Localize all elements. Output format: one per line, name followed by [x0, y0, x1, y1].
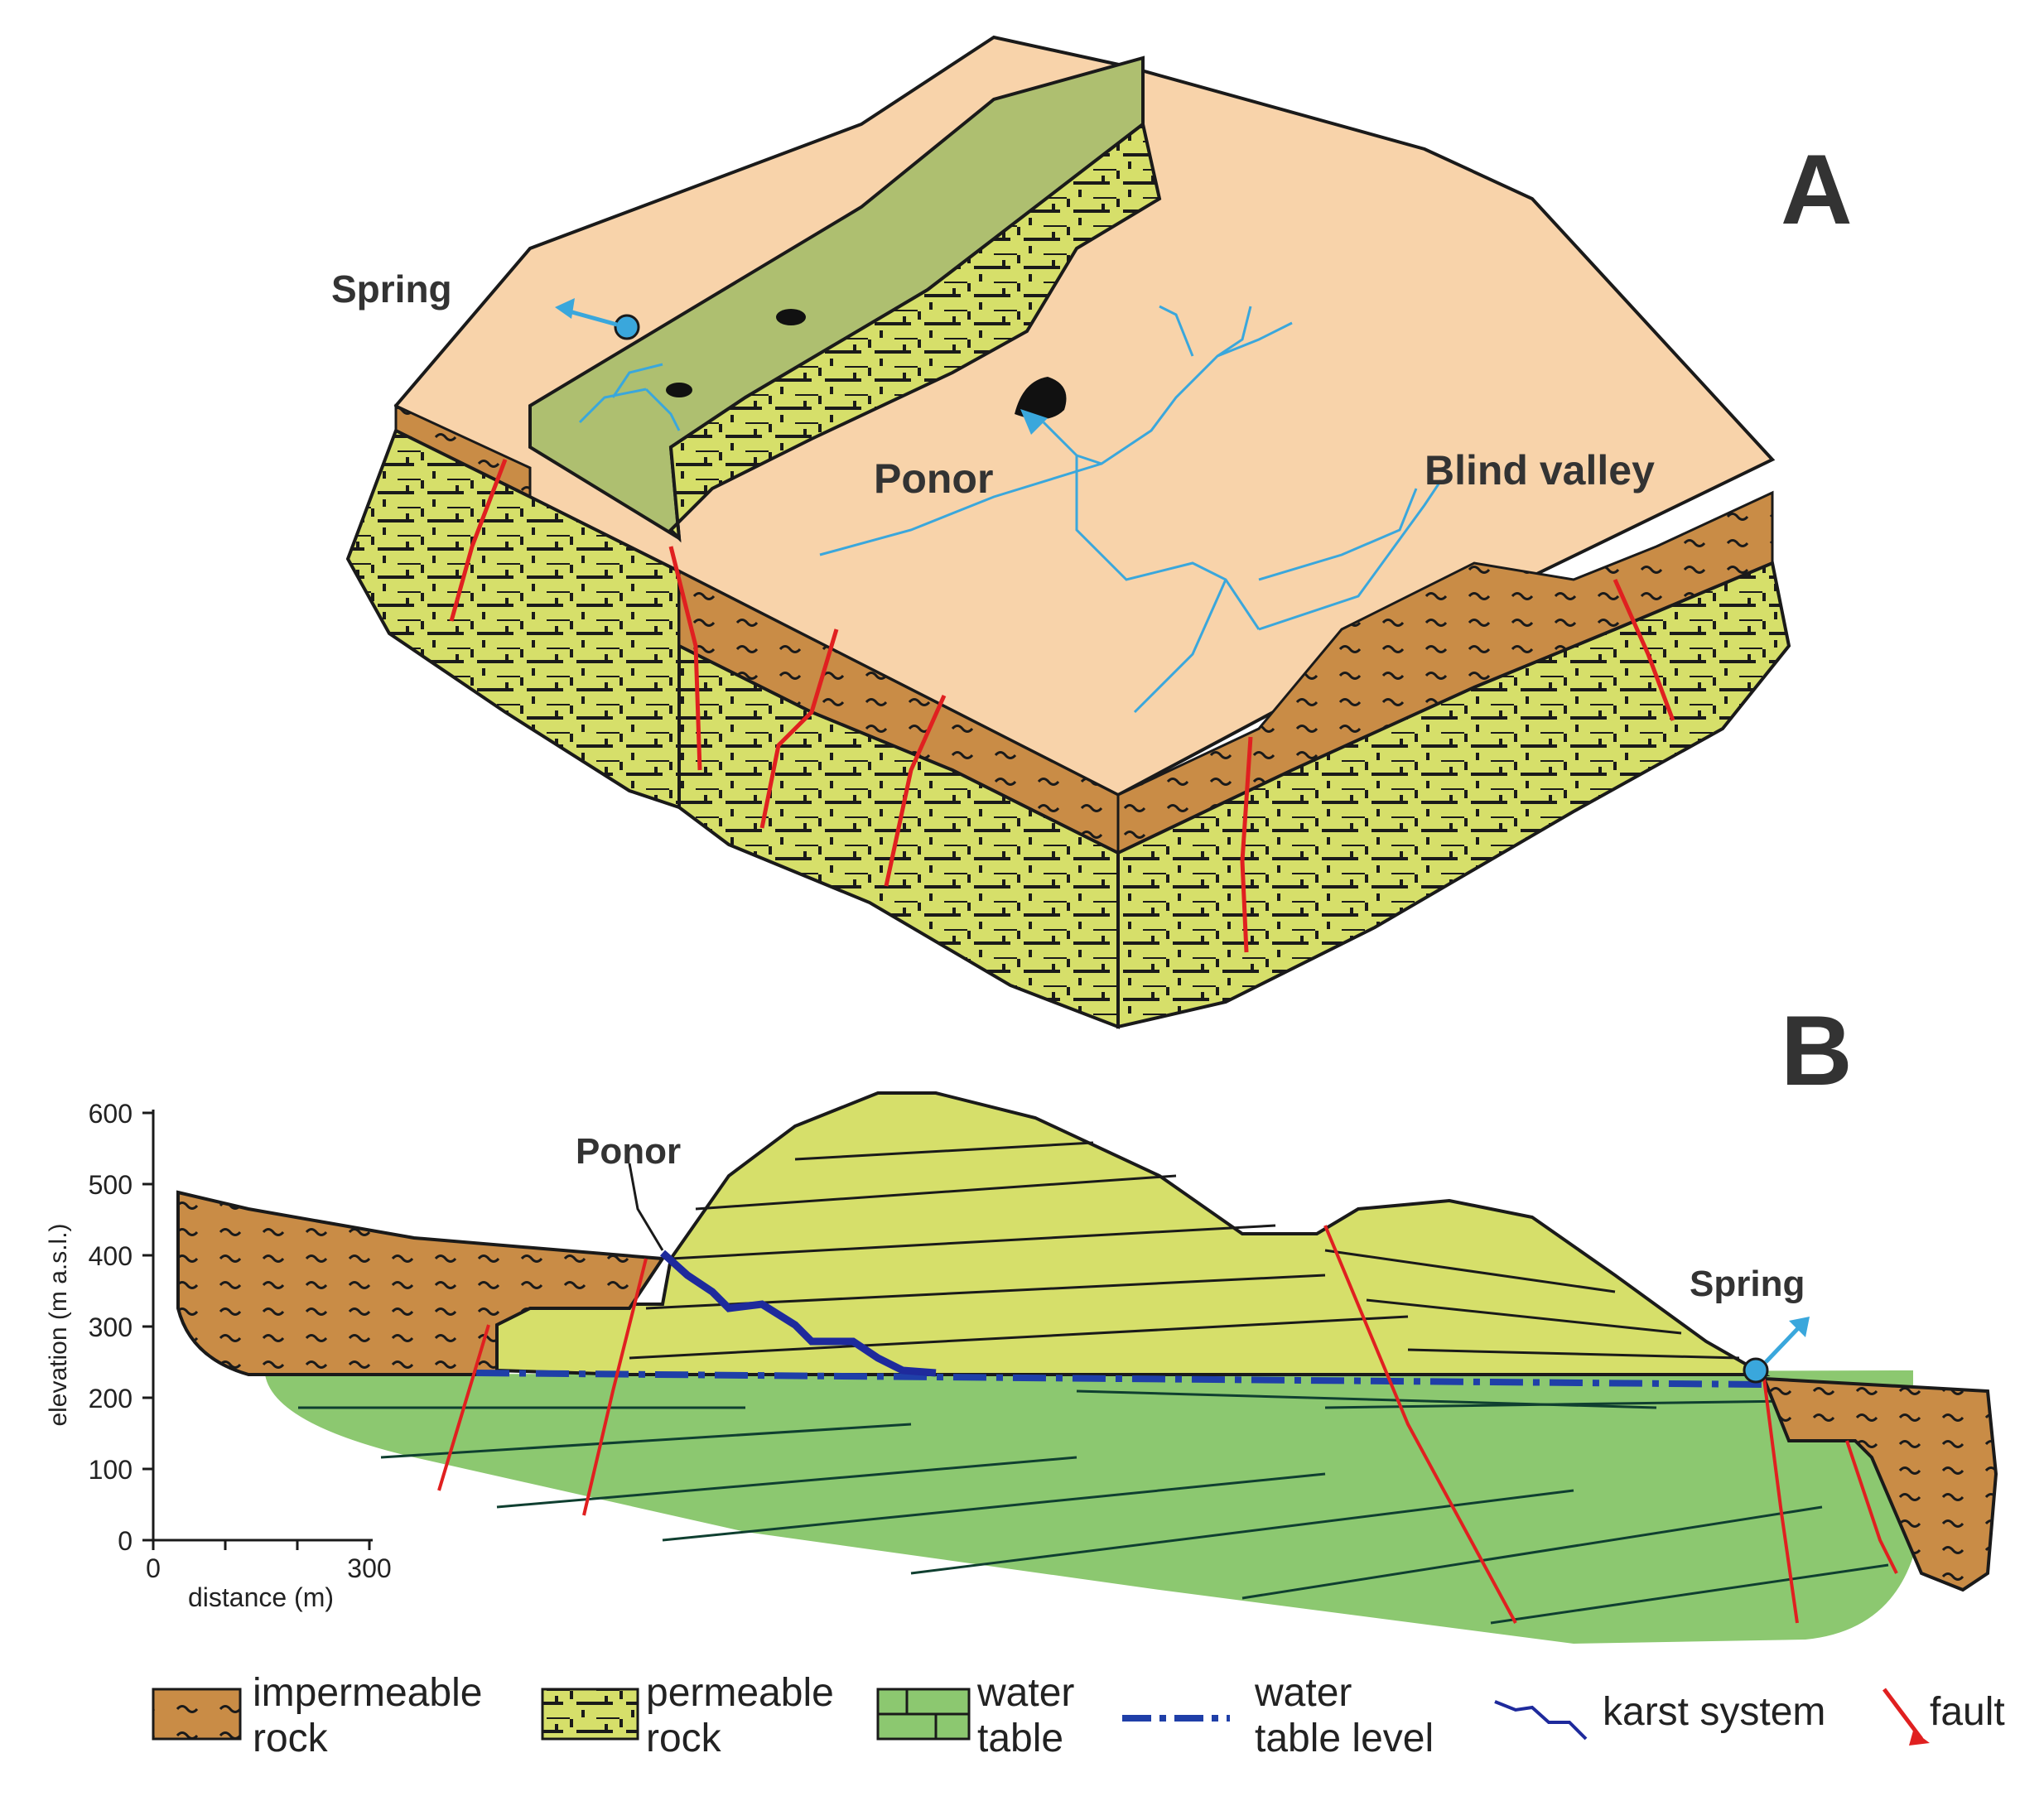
panel-letter-a: A: [1781, 134, 1853, 245]
legend-swatch-fault: [1883, 1688, 1923, 1741]
axes: 0 100 200 300 400 500 600 0 300 distance…: [45, 1099, 392, 1612]
karst-conduit: [659, 1250, 937, 1377]
legend-label-impermeable-1: impermeable: [253, 1671, 482, 1715]
legend-swatch-water-table-bricks: [878, 1689, 969, 1739]
x-axis-label: distance (m): [188, 1582, 334, 1612]
legend-label-permeable-1: permeable: [646, 1671, 834, 1715]
impermeable-rock-right: [1761, 1376, 1998, 1592]
legend-label-karst: karst system: [1603, 1690, 1825, 1734]
spring-arrow-head-icon: [555, 298, 575, 319]
ponor-arrow-icon: [1020, 409, 1048, 435]
legend-label-permeable-2: rock: [646, 1717, 722, 1760]
doline-icon: [776, 309, 806, 325]
y-axis-label: elevation (m a.s.l.): [45, 1223, 72, 1426]
y-tick-label: 0: [118, 1526, 133, 1556]
doline-icon: [666, 383, 692, 397]
legend-label-water-table-level-2: table level: [1255, 1717, 1434, 1760]
label-ponor-a: Ponor: [874, 455, 993, 502]
legend-swatch-karst: [1494, 1700, 1588, 1741]
panel-a-block-diagram: Spring Ponor Blind valley A: [331, 35, 1853, 1029]
faults-panel-b: [437, 1225, 1898, 1624]
permeable-rock-bedding: [629, 1141, 1740, 1360]
y-tick-label: 600: [89, 1099, 133, 1129]
label-spring-a: Spring: [331, 267, 452, 311]
saturated-zone: [265, 1370, 1913, 1644]
legend-label-fault: fault: [1930, 1690, 2005, 1734]
panel-b-cross-section: B: [45, 995, 1998, 1644]
label-blind-valley: Blind valley: [1425, 447, 1655, 494]
legend-fault-arrow-icon: [1909, 1731, 1930, 1746]
saturated-zone-bedding: [298, 1389, 1906, 1625]
streams: [578, 305, 1443, 714]
legend: impermeable rock permeable rock water ta…: [152, 1671, 2005, 1760]
spring-arrow-b-head-icon: [1789, 1317, 1810, 1337]
permeable-rock-right-face: [1116, 561, 1791, 1029]
limestone-plateau-cliff: [668, 121, 1162, 543]
y-ticks: [142, 1111, 153, 1542]
label-spring-b: Spring: [1690, 1264, 1805, 1304]
water-table-level-line: [475, 1370, 1765, 1388]
y-tick-label: 100: [89, 1455, 133, 1485]
legend-swatch-impermeable: [152, 1688, 242, 1741]
y-tick-label: 300: [89, 1312, 133, 1342]
y-tick-label: 500: [89, 1170, 133, 1200]
label-ponor-b: Ponor: [576, 1131, 681, 1172]
legend-swatch-permeable: [541, 1688, 639, 1741]
x-tick-label: 300: [347, 1553, 391, 1583]
y-tick-label: 200: [89, 1384, 133, 1413]
x-tick-label: 0: [146, 1553, 161, 1583]
spring-arrow-b-icon: [1764, 1323, 1803, 1364]
faults-panel-a: [449, 459, 1675, 953]
permeable-rock-left-face: [345, 428, 681, 810]
y-tick-label: 400: [89, 1241, 133, 1271]
legend-label-water-table-level-1: water: [1254, 1671, 1352, 1715]
legend-label-water-table-2: table: [977, 1717, 1063, 1760]
spring-marker-icon: [614, 314, 640, 340]
ponor-leader-line: [628, 1163, 664, 1251]
panel-letter-b: B: [1781, 995, 1853, 1106]
legend-label-water-table-1: water: [976, 1671, 1074, 1715]
ponor-sinkhole: [1015, 377, 1067, 420]
spring-marker-b-icon: [1743, 1357, 1769, 1384]
legend-label-impermeable-2: rock: [253, 1717, 329, 1760]
x-ticks: [152, 1540, 371, 1550]
